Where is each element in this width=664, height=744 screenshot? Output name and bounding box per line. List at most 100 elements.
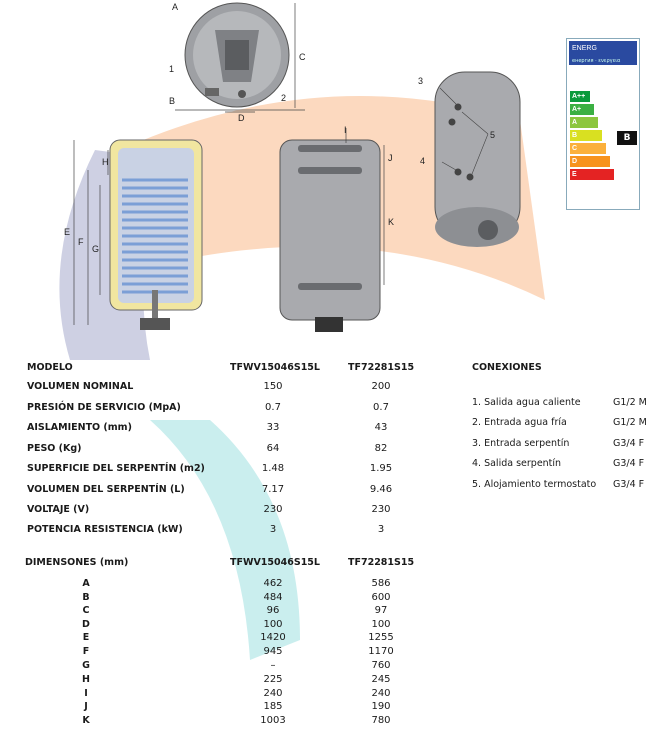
connection-name: 3. Entrada serpentín [472,438,570,449]
spec-row-value-a: 0.7 [265,402,281,413]
dim-label-f: F [78,237,84,247]
spec-row-name: VOLTAJE (V) [27,504,90,515]
callout-5: 5 [490,130,495,140]
spec-row-value-b: 9.46 [369,484,393,495]
rating-bar-app: A++ [570,91,590,102]
dimension-key: K [82,715,90,726]
dimension-value-b: 245 [371,674,391,685]
top-view-diagram: A B C D 1 2 [169,2,306,123]
coil-icon [122,178,188,294]
dimensions-header-model-a: TFWV15046S15L [230,557,320,568]
dimension-value-b: 97 [374,605,388,616]
spec-row-name: PESO (Kg) [27,443,82,454]
dimension-value-b: 240 [371,688,391,699]
spec-row-name: PRESIÓN DE SERVICIO (MpA) [27,402,181,413]
dimensions-header-model-b: TF72281S15 [348,557,415,568]
connection-value: G1/2 M [613,397,647,408]
callout-4: 4 [420,156,425,166]
connection-value: G1/2 M [613,417,647,428]
dim-label-e: E [64,227,70,237]
front-view-diagram: I J K [279,125,394,332]
dimension-value-a: 240 [263,688,283,699]
spec-row-value-b: 43 [374,422,388,433]
rating-bar-c: C [570,143,606,154]
dimension-value-a: 945 [263,646,283,657]
dim-label-i: I [344,125,347,135]
dim-label-h: H [102,157,109,167]
spec-row-value-a: 33 [266,422,280,433]
dimension-value-a: 225 [263,674,283,685]
spec-row-name: AISLAMIENTO (mm) [27,422,132,433]
dim-label-c: C [299,52,306,62]
dim-label-d: D [238,113,245,123]
rating-bar-d: D [570,156,610,167]
dimension-value-b: 1170 [368,646,394,657]
connection-name: 5. Alojamiento termostato [472,479,597,490]
spec-row-name: VOLUMEN DEL SERPENTÍN (L) [27,484,185,495]
dimension-key: G [82,660,90,671]
rating-bar-a: A [570,117,598,128]
spec-row-value-a: 230 [263,504,283,515]
connection-value: G3/4 F [613,438,645,449]
connection-value: G3/4 F [613,479,645,490]
spec-row-value-b: 230 [371,504,391,515]
dim-label-k: K [388,217,394,227]
dim-label-a: A [172,2,178,12]
dimension-key: B [82,592,90,603]
dimension-value-b: 760 [371,660,391,671]
dimension-value-a: 100 [263,619,283,630]
spec-row-value-b: 82 [374,443,388,454]
iso-view-diagram: 3 4 5 [418,71,521,247]
spec-row-value-a: 1.48 [261,463,285,474]
dimension-value-a: 96 [266,605,280,616]
connection-name: 4. Salida serpentín [472,458,562,469]
rating-bar-b: B [570,130,602,141]
rating-bar-ap: A+ [570,104,594,115]
energy-label-title: ENERG [569,41,637,57]
dimension-key: C [82,605,90,616]
dimension-value-a: 1003 [260,715,286,726]
dimension-value-b: 600 [371,592,391,603]
dimensions-header-label: DIMENSONES (mm) [25,557,129,568]
dimension-value-a: 1420 [260,632,286,643]
energy-label-subtitle: енергия · ενεργεια [569,57,637,65]
dimension-value-a: – [270,660,276,671]
specs-header-label: MODELO [27,362,73,373]
spec-row-value-a: 7.17 [261,484,285,495]
specs-header-model-a: TFWV15046S15L [230,362,320,373]
connection-value: G3/4 F [613,458,645,469]
dimension-key: D [82,619,90,630]
specs-header-model-b: TF72281S15 [348,362,415,373]
dimension-value-a: 484 [263,592,283,603]
dim-label-g: G [92,244,99,254]
connection-name: 2. Entrada agua fría [472,417,567,428]
selected-rating-badge: B [617,131,637,145]
spec-row-name: POTENCIA RESISTENCIA (kW) [27,524,183,535]
dimension-value-a: 462 [263,578,283,589]
callout-3: 3 [418,76,423,86]
spec-row-name: SUPERFICIE DEL SERPENTÍN (m2) [27,463,205,474]
dimension-value-a: 185 [263,701,283,712]
dim-label-j: J [388,153,393,163]
dimension-key: I [84,688,88,699]
spec-row-name: VOLUMEN NOMINAL [27,381,134,392]
section-view-diagram: H E F G [64,139,203,330]
spec-row-value-b: 0.7 [373,402,389,413]
connections-title: CONEXIONES [472,362,542,373]
dimension-key: A [82,578,90,589]
dimension-value-b: 190 [371,701,391,712]
spec-row-value-b: 3 [377,524,385,535]
dimension-value-b: 1255 [368,632,394,643]
spec-row-value-a: 150 [263,381,283,392]
spec-row-value-a: 64 [266,443,280,454]
callout-2: 2 [281,93,286,103]
spec-row-value-b: 200 [371,381,391,392]
dimension-key: H [82,674,90,685]
rating-bar-e: E [570,169,614,180]
energy-label: ENERG енергия · ενεργεια A++ A+ A B C D … [566,38,640,210]
dimension-key: J [84,701,88,712]
callout-1: 1 [169,64,174,74]
dimension-value-b: 100 [371,619,391,630]
spec-row-value-a: 3 [269,524,277,535]
